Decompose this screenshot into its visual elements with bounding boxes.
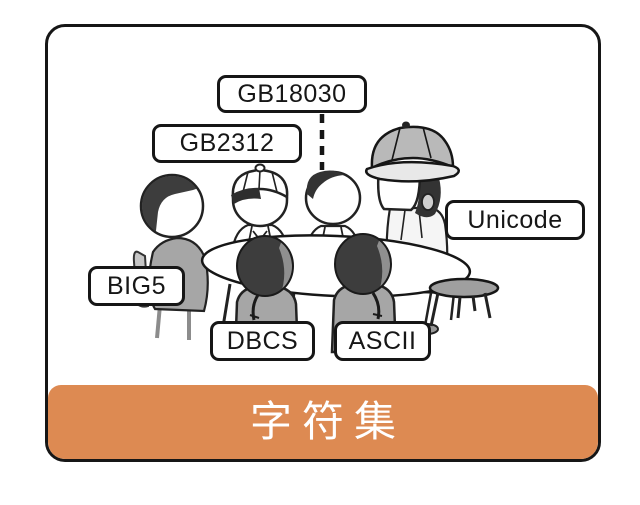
- label-big5: BIG5: [88, 266, 185, 306]
- banner-title: 字符集: [249, 398, 406, 445]
- label-gb18030: GB18030: [217, 75, 367, 113]
- banner: 字符集: [48, 385, 598, 459]
- person-gb2312: [230, 163, 290, 254]
- person-big5: [132, 173, 209, 340]
- stool: [428, 277, 500, 327]
- label-ascii: ASCII: [334, 321, 431, 361]
- label-unicode: Unicode: [445, 200, 585, 240]
- label-gb2312: GB2312: [152, 124, 302, 163]
- label-dbcs: DBCS: [210, 321, 315, 361]
